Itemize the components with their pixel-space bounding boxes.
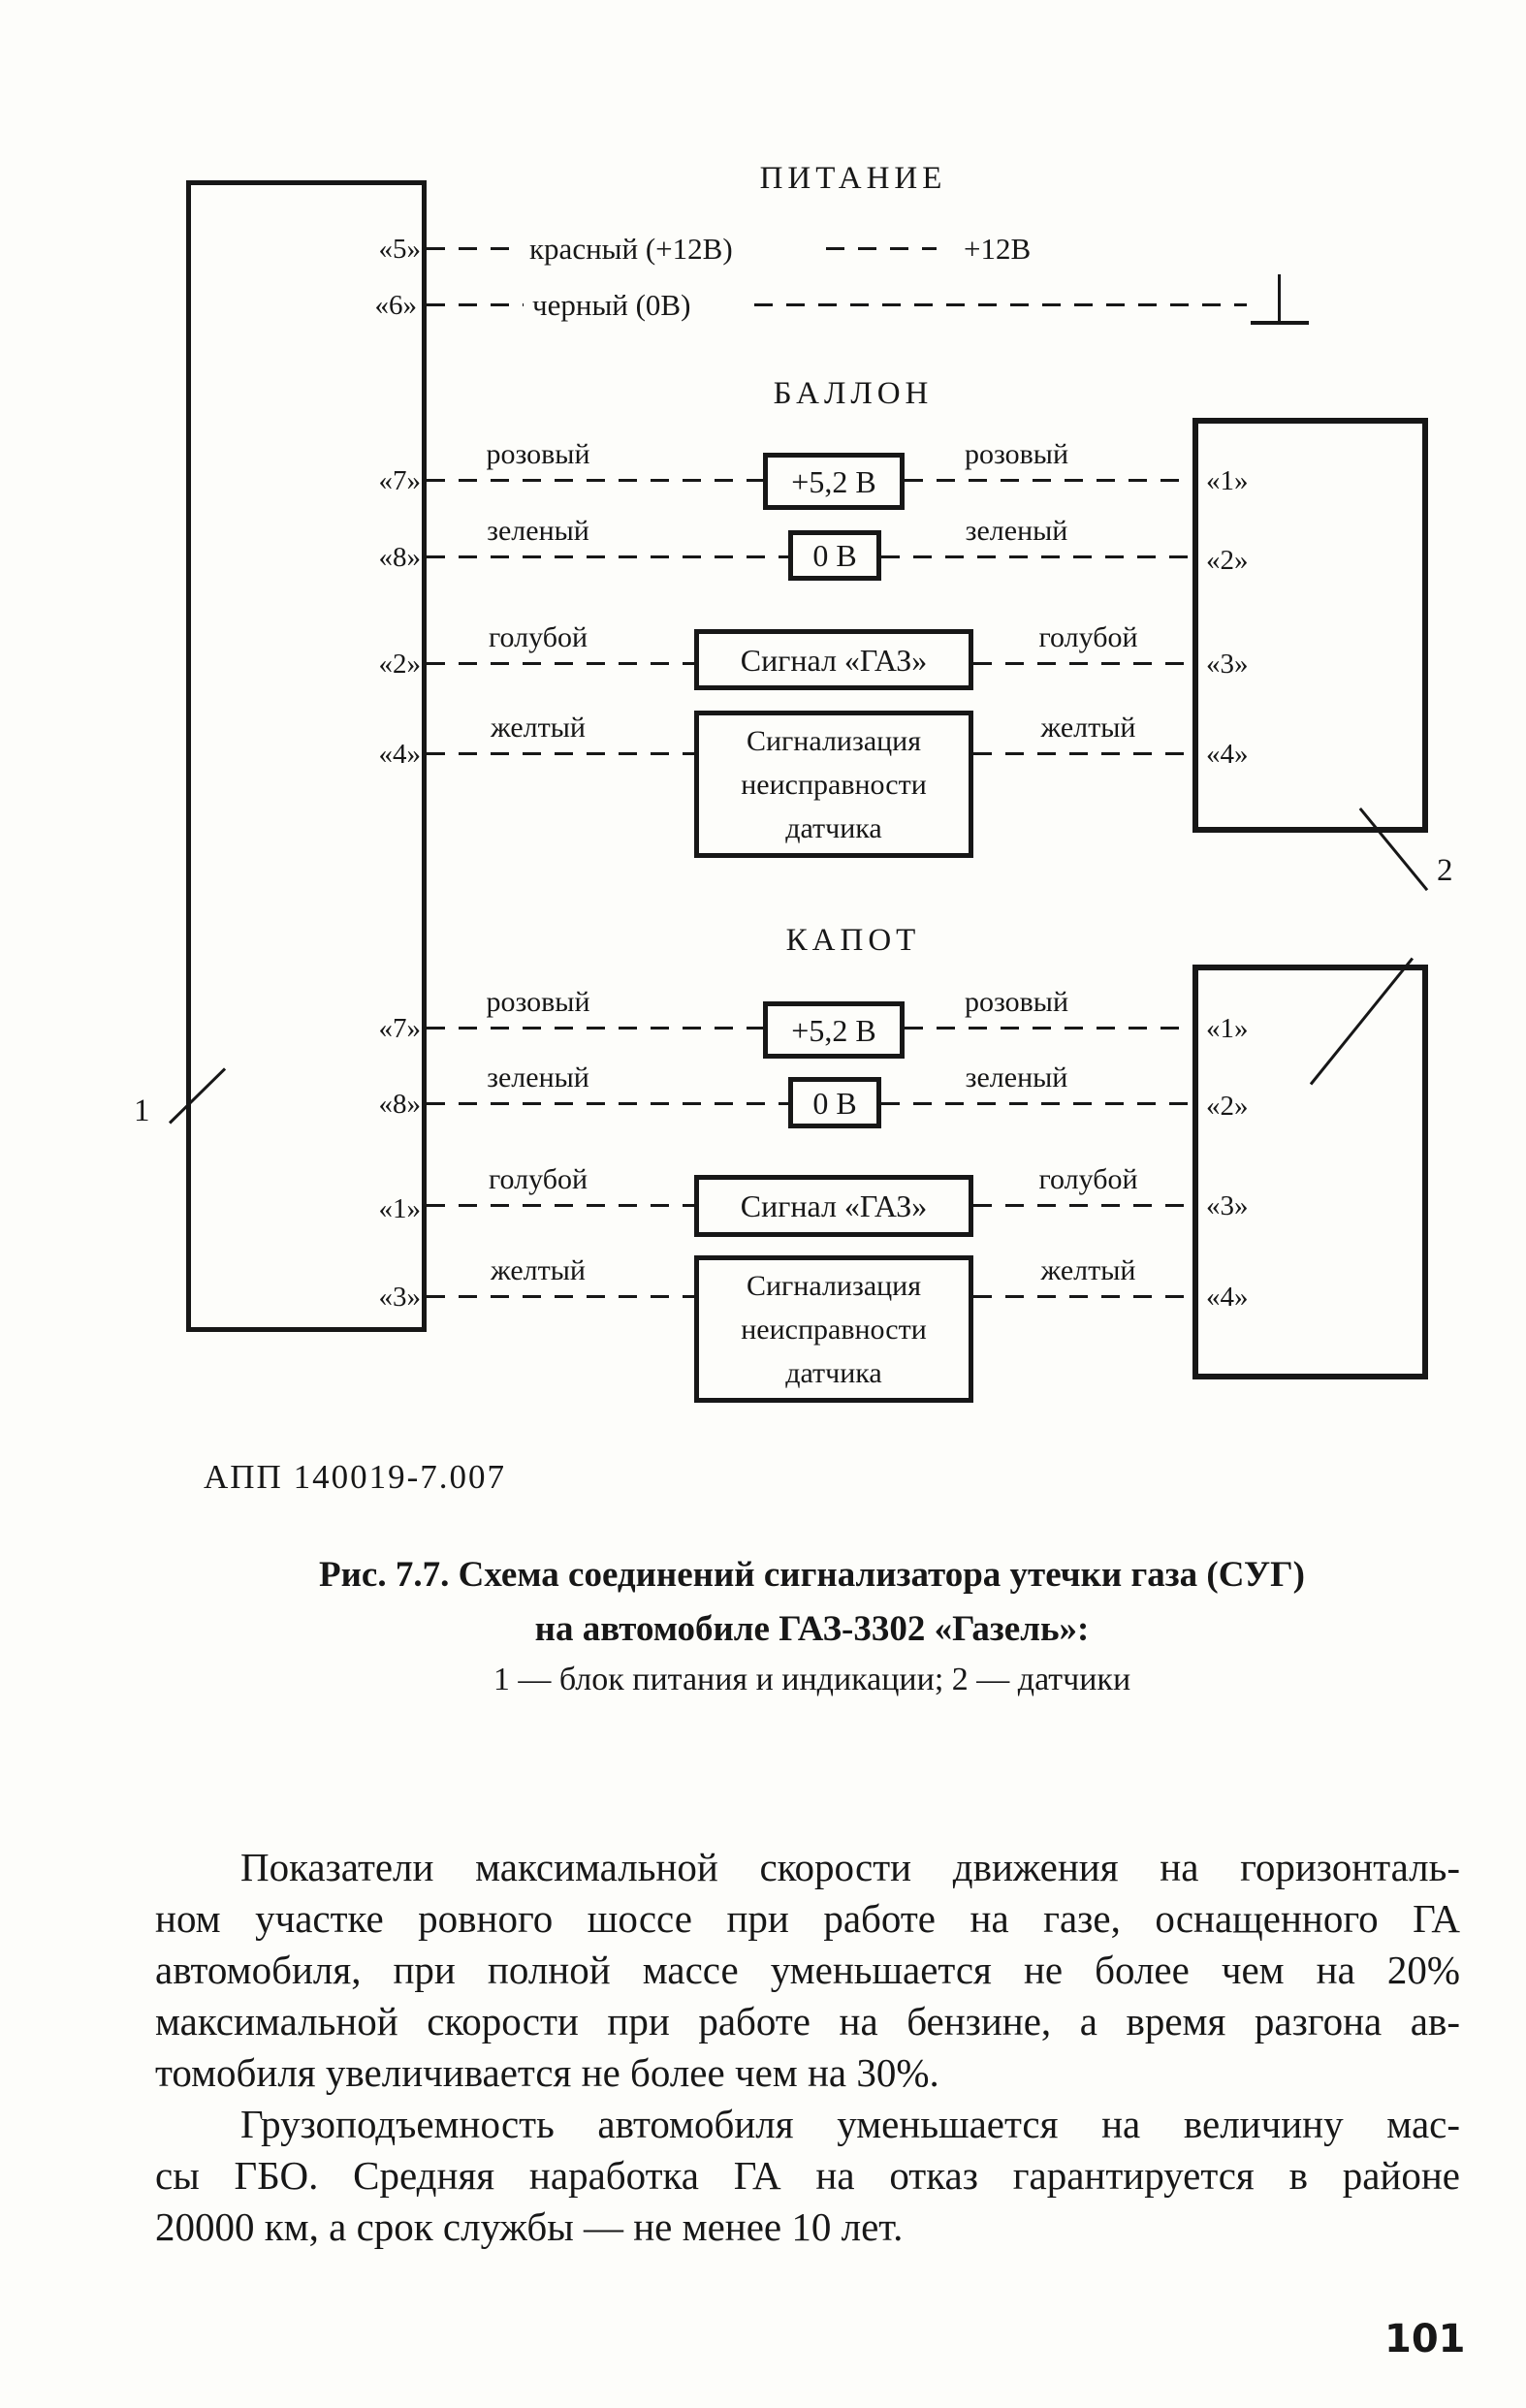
wire-dashed xyxy=(427,303,524,306)
wire-dashed xyxy=(973,662,1192,665)
paragraph-line: автомобиля, при полной массе уменьшается… xyxy=(155,1948,1460,1992)
callout-1-label: 1 xyxy=(134,1093,150,1128)
sensor-pin: «1» xyxy=(1206,1013,1249,1044)
unit-pin: «2» xyxy=(378,649,422,680)
sensor-pin: «4» xyxy=(1206,1282,1249,1313)
unit-pin: «8» xyxy=(378,1089,422,1120)
sensor-pin: «3» xyxy=(1206,1190,1249,1221)
unit-pin: «7» xyxy=(378,1013,422,1044)
wire-color-label: зеленый xyxy=(487,515,589,547)
paragraph-line: томобиля увеличивается не более чем на 3… xyxy=(155,2050,939,2095)
unit-pin: «8» xyxy=(378,542,422,573)
node-box-0v: 0 В xyxy=(788,530,881,581)
section-title-hood: КАПОТ xyxy=(785,923,921,958)
node-box-label: +5,2 В xyxy=(791,1012,876,1048)
sensor-hood-box xyxy=(1192,965,1428,1379)
wire-color-label: розовый xyxy=(486,986,590,1018)
unit-pin-6: «6» xyxy=(374,290,418,321)
wire-dashed xyxy=(427,555,788,558)
sensor-balloon-box xyxy=(1192,418,1428,833)
unit-pin: «1» xyxy=(378,1193,422,1224)
wire-color-label: розовый xyxy=(964,438,1069,470)
wire-label-black: черный (0В) xyxy=(532,288,691,322)
wire-color-label: зеленый xyxy=(965,1061,1068,1093)
node-box-0v: 0 В xyxy=(788,1077,881,1128)
sensor-pin: «4» xyxy=(1206,739,1249,770)
wire-color-label: голубой xyxy=(1038,621,1138,653)
wire-dashed xyxy=(427,1102,788,1105)
sensor-pin: «2» xyxy=(1206,545,1249,576)
unit-pin: «3» xyxy=(378,1282,422,1313)
node-box-sensor-fault: Сигнализация неисправности датчика xyxy=(694,1255,973,1403)
node-box-52v: +5,2 В xyxy=(763,453,905,510)
wire-color-label: желтый xyxy=(1040,1254,1136,1286)
wire-dashed xyxy=(905,1027,1192,1030)
node-box-label: Сигнал «ГАЗ» xyxy=(740,1188,928,1223)
wire-dashed xyxy=(973,1295,1192,1298)
node-box-label: Сигнализация неисправности датчика xyxy=(741,724,927,844)
section-title-balloon: БАЛЛОН xyxy=(773,376,934,411)
wire-dashed xyxy=(754,303,1247,306)
diagram-code-label: АПП 140019-7.007 xyxy=(204,1458,506,1496)
power-dest-label: +12В xyxy=(964,232,1032,266)
paragraph-line: Показатели максимальной скорости движени… xyxy=(240,1845,1460,1889)
wire-dashed xyxy=(427,247,521,250)
paragraph-line: максимальной скорости при работе на бенз… xyxy=(155,1999,1460,2044)
wire-label-red: красный (+12В) xyxy=(529,232,733,266)
wire-dashed xyxy=(973,752,1192,755)
wire-dashed xyxy=(427,479,763,482)
callout-2-label: 2 xyxy=(1437,853,1453,888)
page-number: 101 xyxy=(1384,2317,1466,2361)
caption-line-1: Рис. 7.7. Схема соединений сигнализатора… xyxy=(319,1555,1305,1595)
caption-legend-line: 1 — блок питания и индикации; 2 — датчик… xyxy=(493,1662,1131,1697)
power-indication-unit-box xyxy=(186,180,427,1332)
node-box-label: 0 В xyxy=(812,1085,857,1121)
wire-color-label: розовый xyxy=(486,438,590,470)
wire-dashed xyxy=(826,247,937,250)
wire-dashed xyxy=(427,662,694,665)
wire-dashed xyxy=(427,752,694,755)
wire-dashed xyxy=(905,479,1192,482)
wire-color-label: зеленый xyxy=(965,515,1068,547)
wire-color-label: желтый xyxy=(1040,712,1136,744)
sensor-pin: «1» xyxy=(1206,465,1249,496)
caption-line-2: на автомобиле ГАЗ-3302 «Газель»: xyxy=(534,1609,1090,1649)
wire-dashed xyxy=(427,1204,694,1207)
wire-color-label: голубой xyxy=(488,1163,588,1195)
sensor-pin: «3» xyxy=(1206,649,1249,680)
wire-dashed xyxy=(973,1204,1192,1207)
wire-color-label: желтый xyxy=(491,712,586,744)
wire-dashed xyxy=(881,1102,1192,1105)
wire-color-label: голубой xyxy=(1038,1163,1138,1195)
wire-color-label: розовый xyxy=(964,986,1069,1018)
node-box-52v: +5,2 В xyxy=(763,1001,905,1059)
unit-pin: «7» xyxy=(378,465,422,496)
wire-dashed xyxy=(427,1027,763,1030)
wire-color-label: желтый xyxy=(491,1254,586,1286)
node-box-label: 0 В xyxy=(812,538,857,573)
paragraph-line: сы ГБО. Средняя наработка ГА на отказ га… xyxy=(155,2153,1460,2198)
wire-dashed xyxy=(427,1295,694,1298)
wire-color-label: голубой xyxy=(488,621,588,653)
sensor-pin: «2» xyxy=(1206,1091,1249,1122)
unit-pin-5: «5» xyxy=(378,234,422,265)
node-box-label: Сигнализация неисправности датчика xyxy=(741,1269,927,1389)
node-box-label: +5,2 В xyxy=(791,463,876,499)
paragraph-line: 20000 км, а срок службы — не менее 10 ле… xyxy=(155,2204,904,2249)
section-title-power: ПИТАНИЕ xyxy=(759,161,947,196)
node-box-gas-signal: Сигнал «ГАЗ» xyxy=(694,1175,973,1237)
body-text: Показатели максимальной скорости движени… xyxy=(155,1842,1460,2253)
node-box-gas-signal: Сигнал «ГАЗ» xyxy=(694,629,973,690)
node-box-sensor-fault: Сигнализация неисправности датчика xyxy=(694,711,973,858)
wire-color-label: зеленый xyxy=(487,1061,589,1093)
wire-dashed xyxy=(881,555,1192,558)
unit-pin: «4» xyxy=(378,739,422,770)
paragraph-line: ном участке ровного шоссе при работе на … xyxy=(155,1896,1460,1941)
paragraph-line: Грузоподъемность автомобиля уменьшается … xyxy=(240,2102,1460,2146)
node-box-label: Сигнал «ГАЗ» xyxy=(740,642,928,678)
